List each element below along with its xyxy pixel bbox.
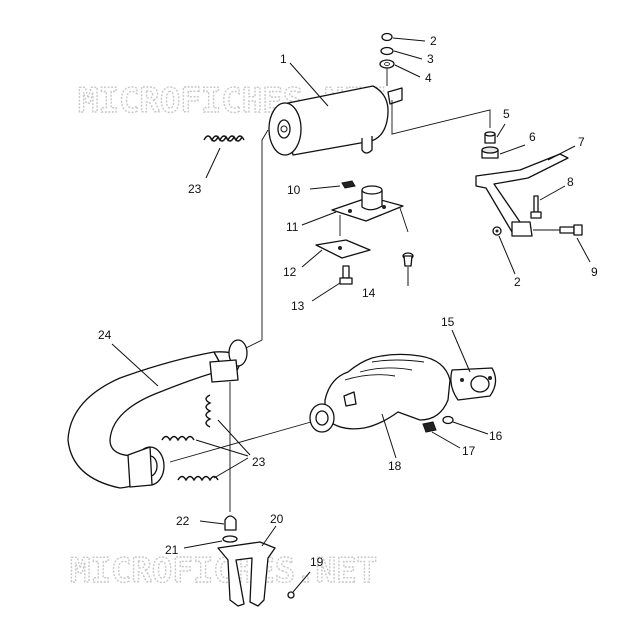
muffler xyxy=(268,85,403,156)
callout-21: 21 xyxy=(165,543,179,557)
watermark-bottom: MICROFICHES.NET xyxy=(70,551,377,591)
callout-14: 14 xyxy=(362,286,376,300)
rivet-14 xyxy=(402,252,414,286)
callout-2-top: 2 xyxy=(430,34,437,48)
callout-3: 3 xyxy=(427,52,434,66)
callout-2-lower: 2 xyxy=(514,275,521,289)
callout-18: 18 xyxy=(388,459,402,473)
callout-9: 9 xyxy=(591,265,598,279)
callout-6: 6 xyxy=(529,130,536,144)
callout-23-lower: 23 xyxy=(252,455,266,469)
callout-17: 17 xyxy=(462,444,476,458)
spring-top xyxy=(203,135,245,179)
nut-10 xyxy=(309,180,356,190)
callout-22: 22 xyxy=(176,514,190,528)
plate-12 xyxy=(301,239,371,268)
callout-4: 4 xyxy=(425,71,432,85)
callout-20: 20 xyxy=(270,512,284,526)
callout-23-top: 23 xyxy=(188,182,202,196)
washer-21 xyxy=(183,535,238,549)
bolt-9 xyxy=(533,224,591,263)
callout-24: 24 xyxy=(98,328,112,342)
bolt-19 xyxy=(287,571,311,599)
callout-8: 8 xyxy=(567,175,574,189)
callout-15: 15 xyxy=(441,315,455,329)
callout-1: 1 xyxy=(280,52,287,66)
callout-7: 7 xyxy=(578,135,585,149)
screw-13 xyxy=(311,265,353,302)
bolt-8 xyxy=(530,185,566,219)
mount-plate-11 xyxy=(301,185,409,236)
callout-13: 13 xyxy=(291,299,305,313)
expansion-pipe xyxy=(67,339,248,489)
springs-lower xyxy=(161,394,251,482)
callout-16: 16 xyxy=(489,429,503,443)
exhaust-manifold xyxy=(309,329,497,459)
bottom-bracket-20 xyxy=(217,525,277,607)
muffler-bracket xyxy=(475,145,576,237)
top-fasteners xyxy=(379,32,426,86)
nut-2-lower xyxy=(492,226,516,275)
callout-11: 11 xyxy=(286,220,299,234)
washer-nut-16-17 xyxy=(422,415,489,449)
callout-19: 19 xyxy=(310,555,324,569)
grommet-22 xyxy=(199,515,237,531)
grommet-spacer xyxy=(481,123,526,159)
callout-12: 12 xyxy=(283,265,297,279)
callout-10: 10 xyxy=(287,183,301,197)
callout-5: 5 xyxy=(503,107,510,121)
